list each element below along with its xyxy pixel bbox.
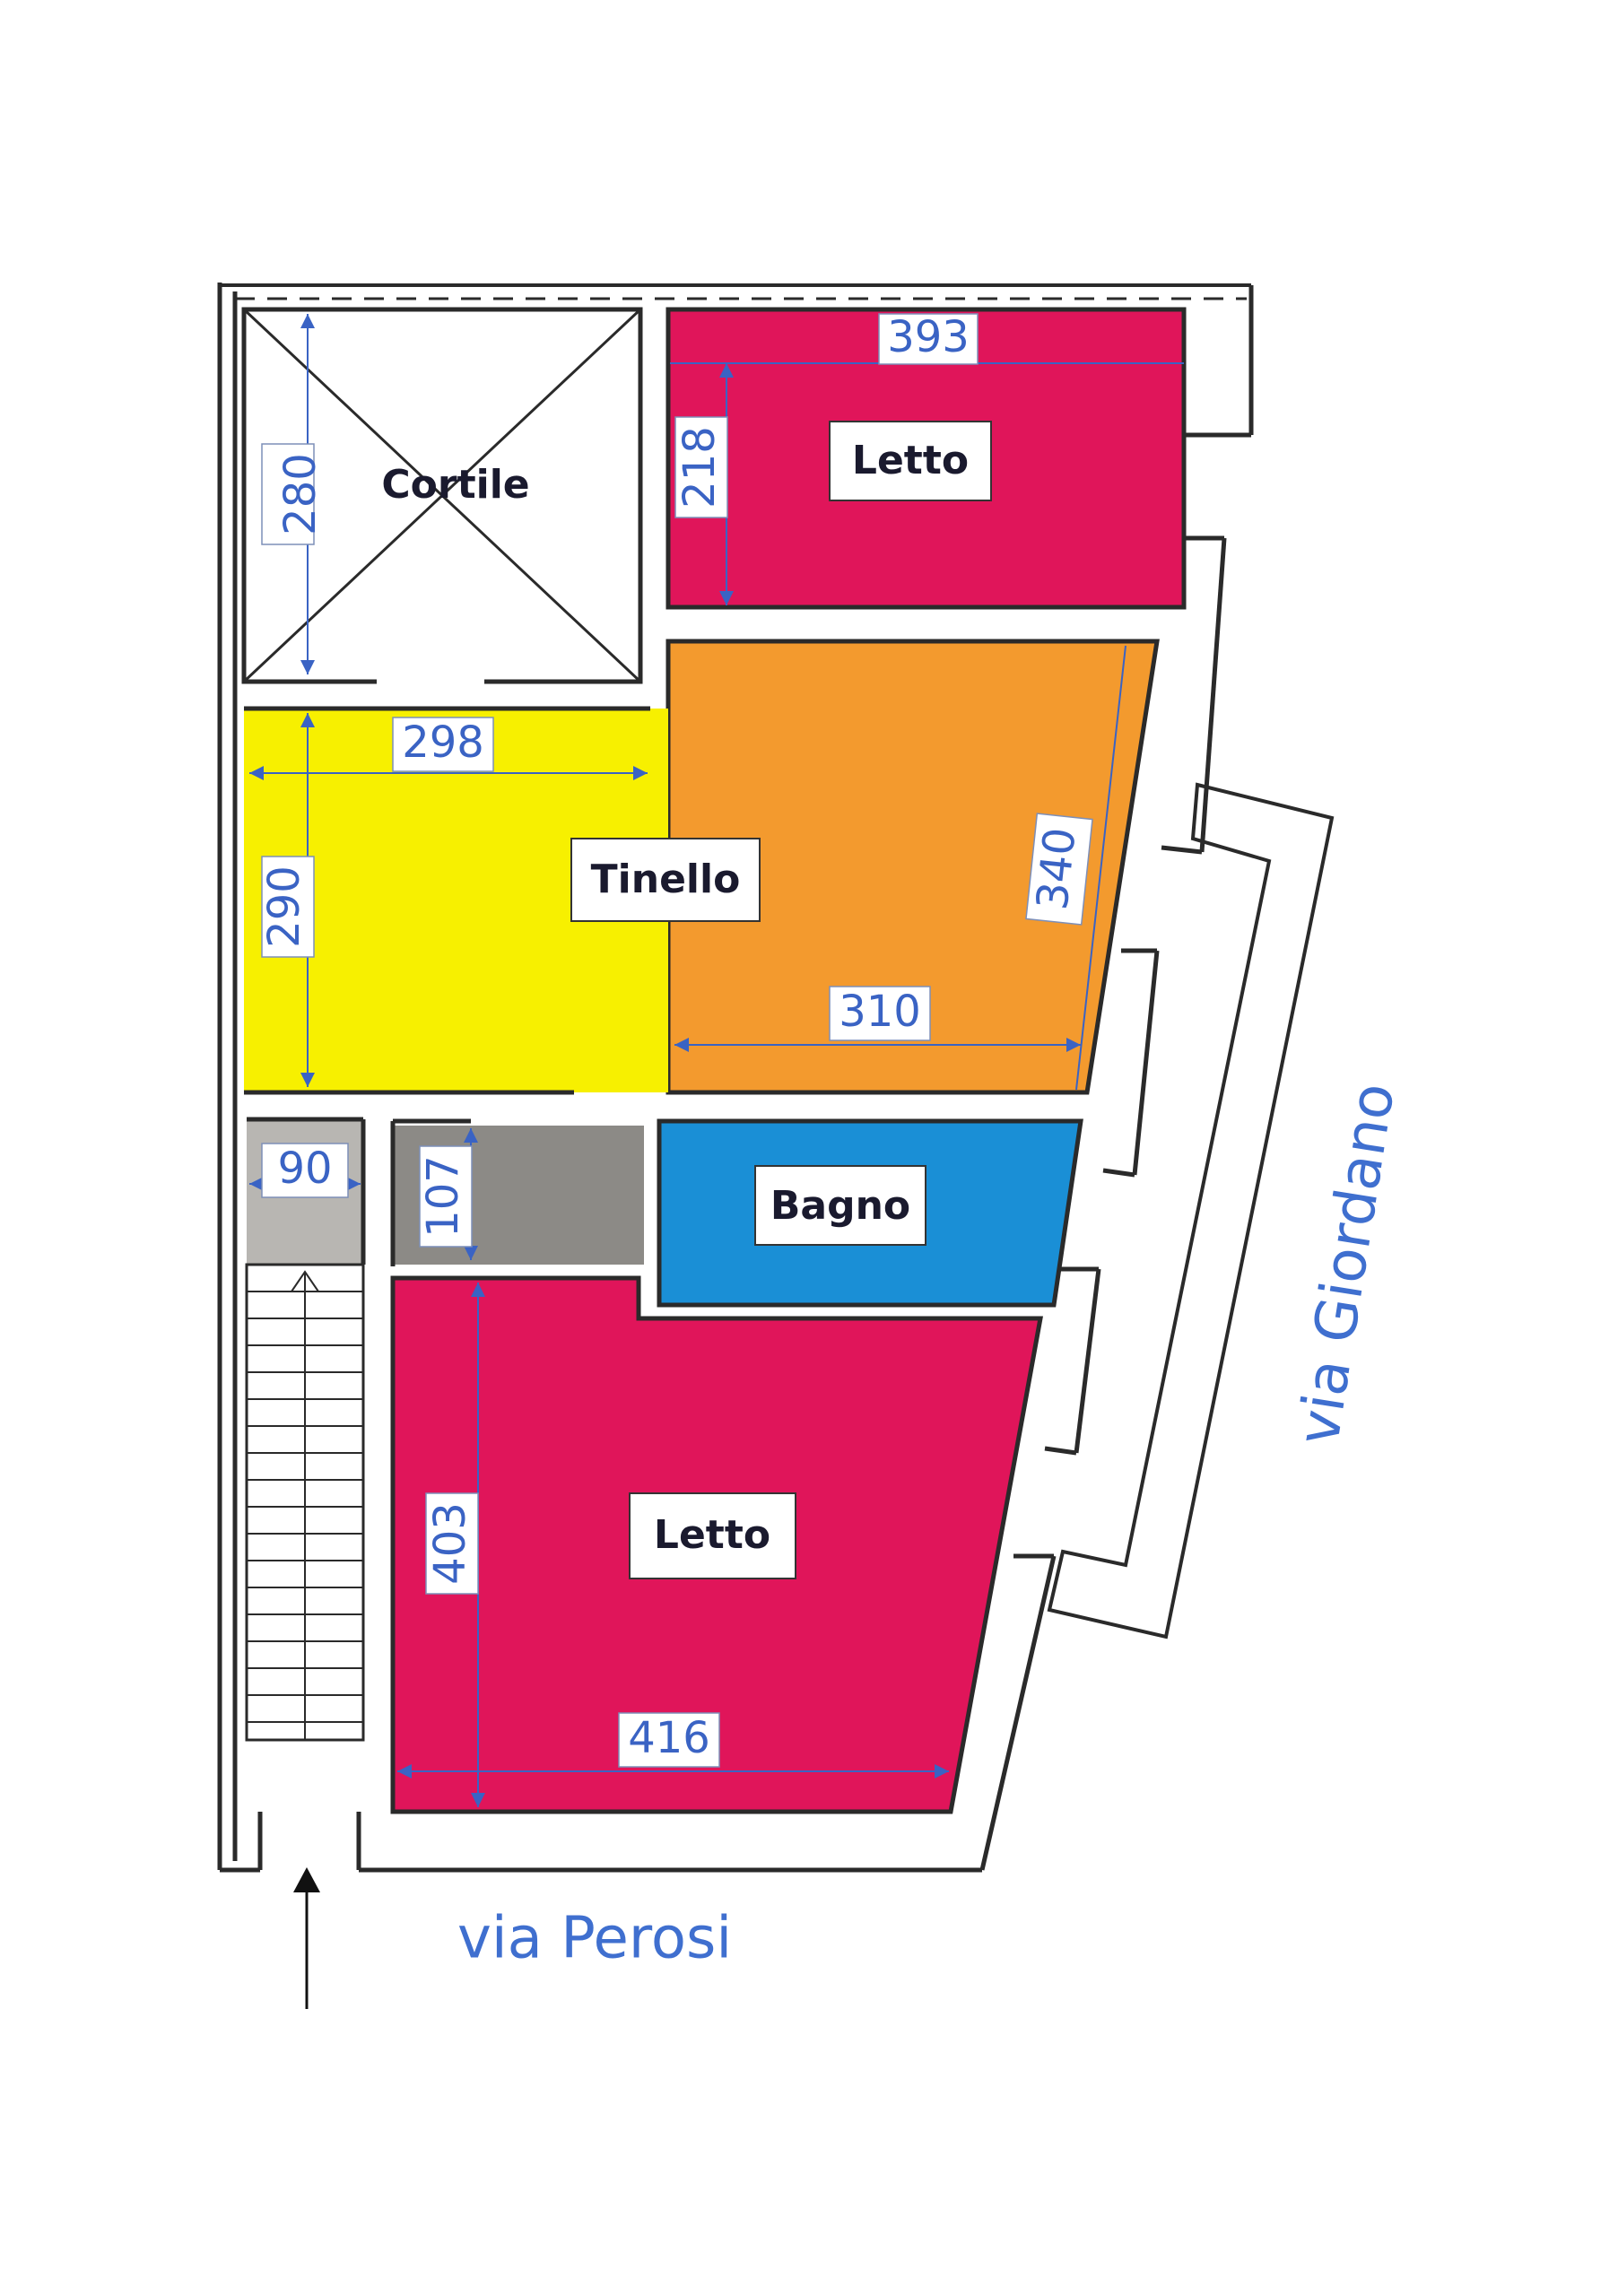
room-label-bagno: Bagno <box>770 1183 910 1229</box>
room-letto-bottom: 403 416 Letto <box>390 1275 1043 1814</box>
dim-corridor-height: 107 <box>418 1155 468 1238</box>
dim-tinello-width: 298 <box>402 718 484 768</box>
room-label-tinello: Tinello <box>591 857 741 902</box>
dim-tinello-height: 290 <box>259 865 309 948</box>
dim-letto-top-height: 218 <box>674 426 725 509</box>
landing-area: 90 <box>247 1117 366 1265</box>
staircase <box>245 1263 365 1742</box>
dim-letto-bottom-height: 403 <box>425 1502 475 1585</box>
dim-letto-top-width: 393 <box>887 312 970 362</box>
dim-orange-width: 310 <box>839 987 921 1037</box>
outer-walls <box>217 283 1254 1873</box>
room-label-letto-top: Letto <box>852 438 969 483</box>
street-via-perosi: via Perosi <box>457 1906 732 1972</box>
balcony <box>1047 782 1335 1639</box>
dim-orange-height: 340 <box>1027 825 1085 912</box>
dim-cortile-height: 280 <box>275 453 326 535</box>
dim-letto-bottom-width: 416 <box>628 1713 710 1763</box>
room-label-letto-bottom: Letto <box>654 1512 770 1558</box>
cortile-area: 280 Cortile <box>241 307 643 689</box>
entrance-arrow-icon <box>293 1867 320 2009</box>
street-via-giordano: via Giordano <box>1285 1079 1408 1449</box>
corridor-area: 107 <box>390 1118 644 1266</box>
dim-landing-width: 90 <box>277 1144 332 1194</box>
room-tinello: 298 290 Tinello <box>244 706 761 1095</box>
room-bagno: Bagno <box>657 1118 1083 1308</box>
room-label-cortile: Cortile <box>381 462 529 508</box>
room-letto-top: 393 218 Letto <box>665 307 1187 610</box>
